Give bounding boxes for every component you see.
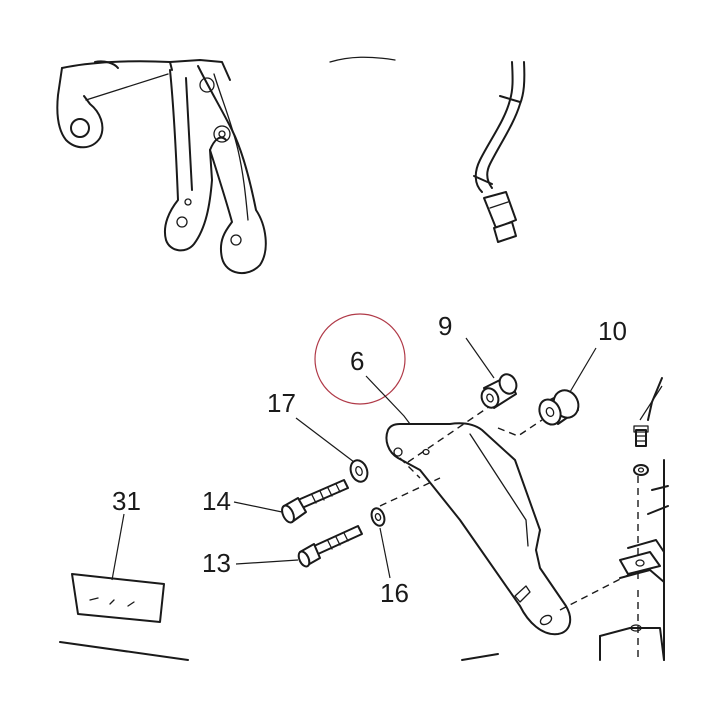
bolt-part [297,525,363,568]
pedal-lever-assembly [56,59,267,274]
label-plate-part [71,573,165,623]
right-side-assembly [599,377,669,661]
callout-13: 13 [202,548,231,578]
callout-16: 16 [380,578,409,608]
callout-17: 17 [267,388,296,418]
small-washer-part [370,507,386,527]
bracket-part [385,422,572,636]
base-edge [59,641,499,661]
highlight-circle [314,313,406,405]
long-bolt-part [281,479,349,524]
callout-10: 10 [598,316,627,346]
callout-14: 14 [202,486,231,516]
bushing-part [538,389,580,426]
callout-31: 31 [112,486,141,516]
washer-part [349,459,369,483]
reference-arc [329,56,396,63]
spacer-part [480,373,518,409]
callout-6: 6 [350,346,364,376]
cable-with-connector [473,61,526,243]
callout-9: 9 [438,311,452,341]
leader-lines [111,337,663,581]
